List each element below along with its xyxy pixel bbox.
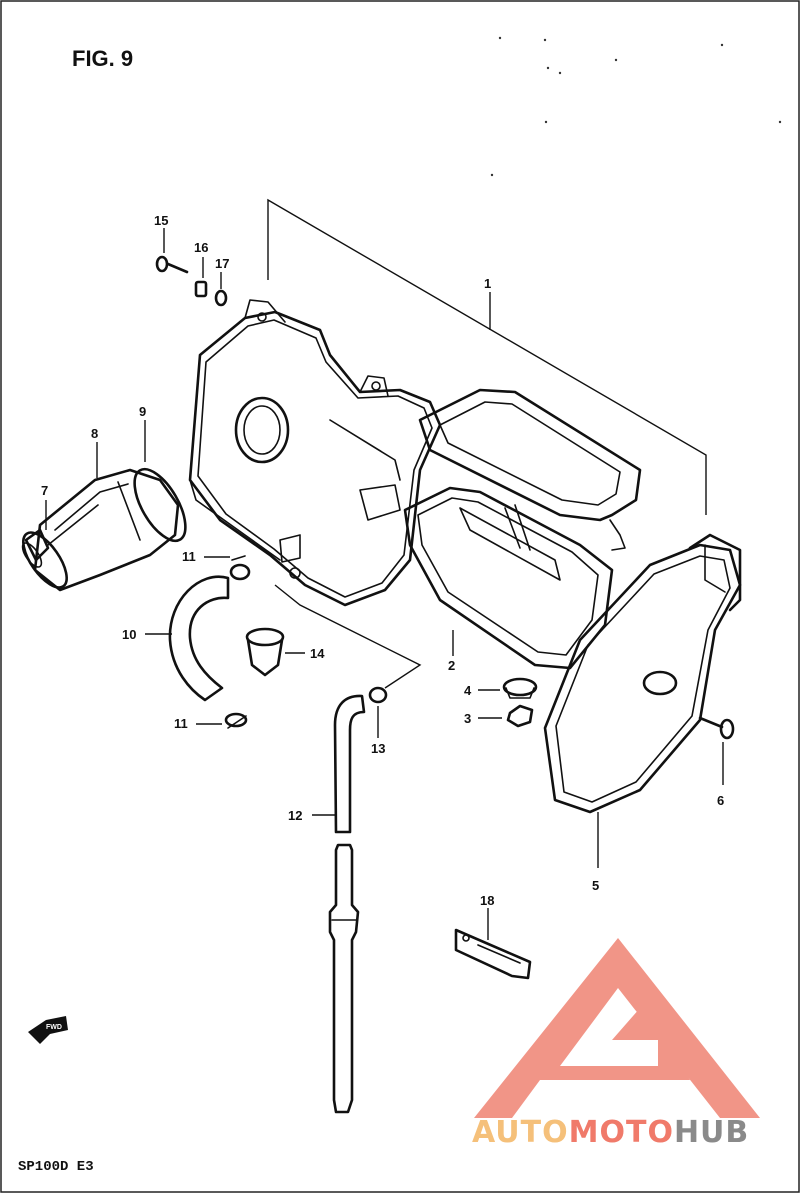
callout-18: 18 xyxy=(480,893,494,908)
callout-5: 5 xyxy=(592,878,599,893)
nut-part-16 xyxy=(194,280,208,298)
intake-boot-part-8 xyxy=(22,468,180,592)
air-cleaner-cover xyxy=(543,533,742,814)
callout-13: 13 xyxy=(371,741,385,756)
drain-hose-part-10 xyxy=(168,575,230,702)
drain-tube-part-12 xyxy=(328,694,366,1114)
callout-8: 8 xyxy=(91,426,98,441)
cap-part-14 xyxy=(245,627,285,677)
callout-9: 9 xyxy=(139,404,146,419)
automotohub-logo xyxy=(474,938,760,1118)
watermark-auto: AUTO xyxy=(472,1115,569,1150)
clip-part-11-upper xyxy=(229,555,251,581)
screw-part-6 xyxy=(698,716,735,740)
callout-2: 2 xyxy=(448,658,455,673)
callout-6: 6 xyxy=(717,793,724,808)
callout-14: 14 xyxy=(310,646,325,661)
plate-part-18 xyxy=(454,928,532,980)
guide-line xyxy=(274,584,422,689)
bolt-part-15 xyxy=(155,255,189,274)
callout-1: 1 xyxy=(484,276,491,291)
watermark-moto: MOTO xyxy=(569,1115,674,1150)
clamp-part-9 xyxy=(133,467,187,543)
forward-arrow-icon: FWD xyxy=(28,1016,68,1044)
callout-15: 15 xyxy=(154,213,168,228)
callout-10: 10 xyxy=(122,627,136,642)
figure-title: FIG. 9 xyxy=(72,46,133,71)
callout-12: 12 xyxy=(288,808,302,823)
callout-3: 3 xyxy=(464,711,471,726)
clip-part-11-lower xyxy=(224,712,248,729)
air-filter-element xyxy=(403,388,642,670)
clamp-part-7 xyxy=(21,528,50,568)
air-cleaner-case xyxy=(188,299,442,607)
callout-17: 17 xyxy=(215,256,229,271)
callout-11-lower: 11 xyxy=(174,716,188,731)
nut-part-3 xyxy=(506,704,534,728)
forward-arrow-label: FWD xyxy=(46,1024,62,1031)
watermark-text: AUTOMOTOHUB xyxy=(472,1115,749,1150)
part-1-leader xyxy=(267,198,707,515)
scan-specks xyxy=(490,36,782,177)
callout-11-upper: 11 xyxy=(182,549,196,564)
model-code: SP100D E3 xyxy=(18,1159,94,1175)
callout-4: 4 xyxy=(464,683,472,698)
clamp-part-13 xyxy=(368,686,388,704)
callout-16: 16 xyxy=(194,240,208,255)
callout-7: 7 xyxy=(41,483,48,498)
washer-part-17 xyxy=(214,289,228,307)
grommet-part-4 xyxy=(502,677,538,699)
watermark-hub: HUB xyxy=(674,1115,749,1150)
